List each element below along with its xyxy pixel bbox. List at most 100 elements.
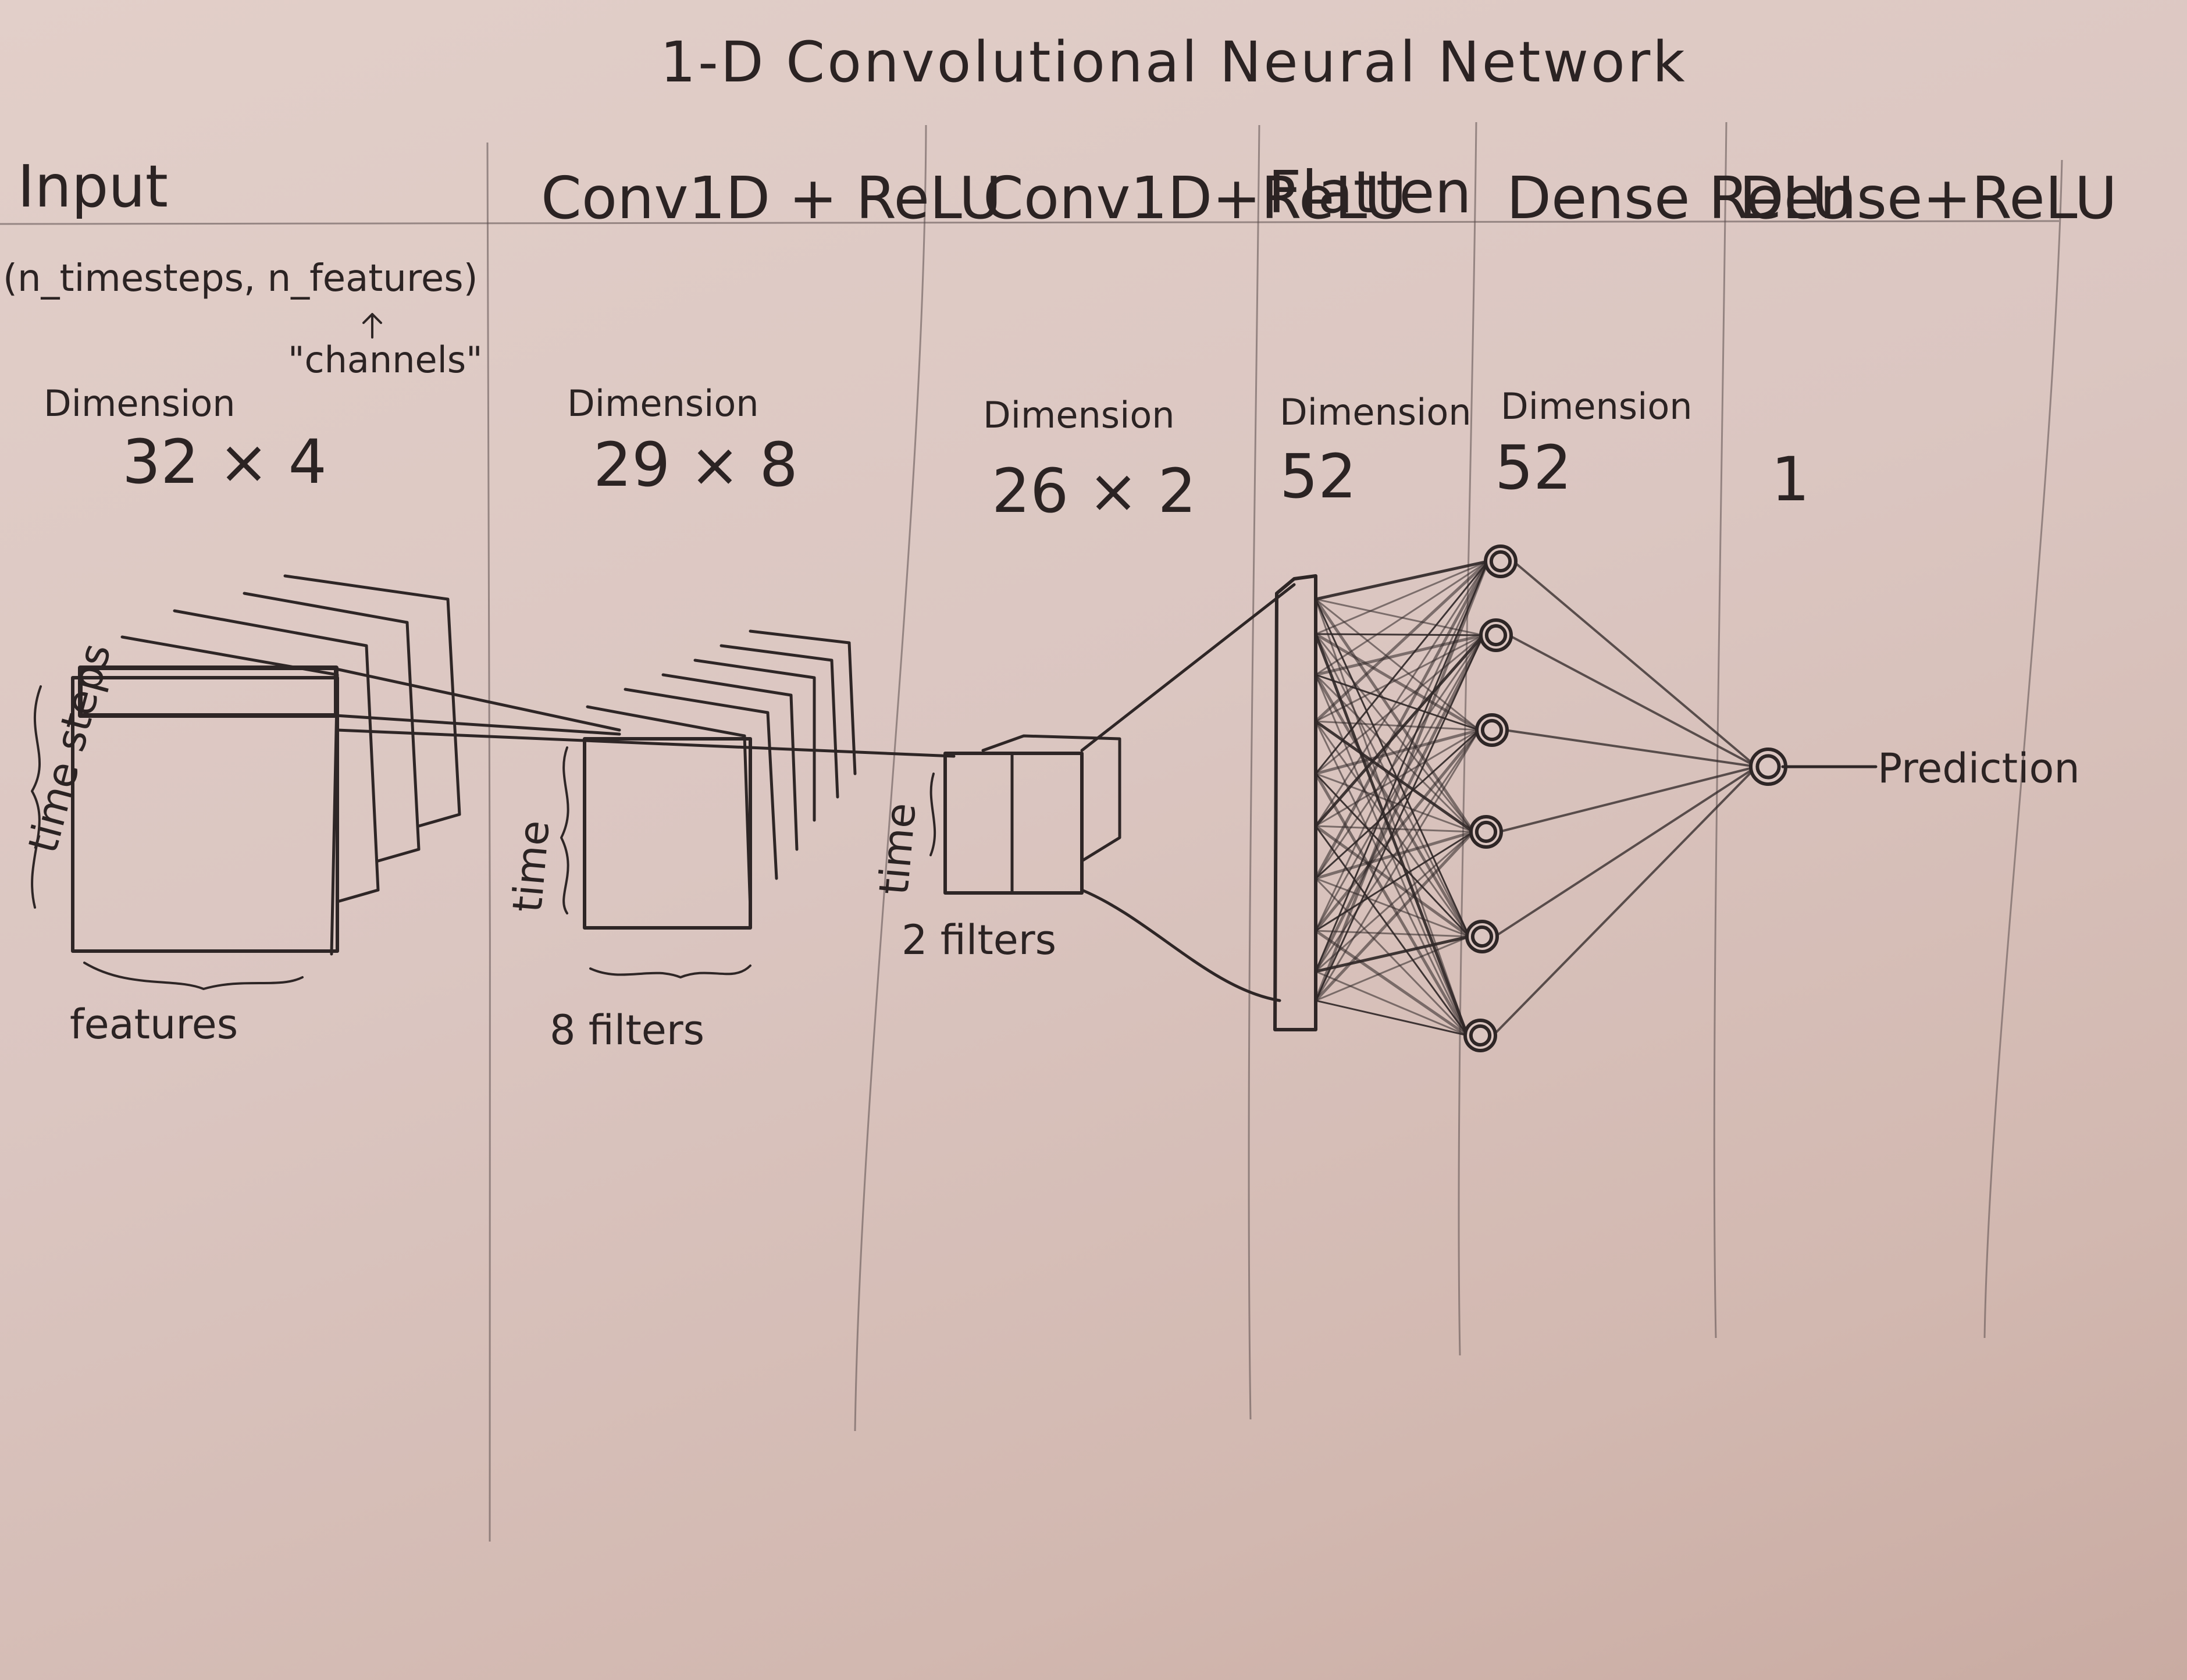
features-brace <box>83 962 304 990</box>
filters-label-conv2: 2 filters <box>902 916 1056 964</box>
connection-flatten-to-dense <box>1315 831 1474 932</box>
input-kernel-window <box>78 665 339 718</box>
connection-flatten-to-dense <box>1314 633 1485 973</box>
dim-value-conv2: 26 × 2 <box>992 455 1196 526</box>
connection-flatten-to-dense <box>1315 729 1480 1002</box>
connection-dense-to-output <box>1512 560 1758 768</box>
connection-flatten-to-dense <box>1314 632 1481 732</box>
input-tensor <box>71 574 461 956</box>
time-steps-label: time steps <box>19 638 120 857</box>
connection-dense-to-output <box>1508 634 1758 768</box>
time-brace-conv2 <box>929 773 936 856</box>
dim-value-conv1: 29 × 8 <box>593 429 798 500</box>
connection-flatten-to-dense <box>1314 597 1475 834</box>
dim-label-input: Dimension <box>44 382 236 425</box>
input-sheet-3 <box>243 592 421 863</box>
dense-neuron-inner <box>1489 550 1512 573</box>
channels-arrow <box>362 313 382 339</box>
flatten-vector <box>1273 574 1317 1031</box>
dim-value-input: 32 × 4 <box>122 426 327 497</box>
conv1-sheet-5 <box>719 644 839 799</box>
filters-brace-conv1 <box>589 964 751 978</box>
heading-flatten: Flatten <box>1268 158 1472 226</box>
divider-2 <box>854 124 927 1432</box>
heading-conv2: Conv1D+ReLU <box>983 164 1406 232</box>
connection-flatten-to-dense <box>1314 935 1471 973</box>
connection-flatten-to-dense <box>1314 728 1481 775</box>
input-sheet-4 <box>283 574 461 828</box>
connection-flatten-to-dense <box>1315 634 1484 775</box>
dense-neuron-inner <box>1470 925 1494 948</box>
filters-label-conv1: 8 filters <box>550 1006 704 1054</box>
heading-conv1: Conv1D + ReLU <box>541 164 1002 232</box>
dense-neuron-inner <box>1484 624 1508 647</box>
input-sheet-1 <box>120 635 339 956</box>
prediction-label: Prediction <box>1878 745 2080 792</box>
dim-value-dense1: 52 <box>1495 432 1572 503</box>
connection-flatten-to-dense <box>1315 999 1469 1037</box>
connection-flatten-to-dense <box>1314 560 1490 1002</box>
connection-flatten-to-dense <box>1314 824 1471 938</box>
conv1-sheet-4 <box>693 659 816 822</box>
connection-flatten-to-dense <box>1315 825 1469 1037</box>
dense-neuron-inner <box>1480 718 1504 742</box>
conv1-front-sheet <box>583 737 752 930</box>
connection-flatten-to-dense <box>1315 560 1489 973</box>
output-neuron-inner <box>1755 754 1781 780</box>
dim-value-flatten: 52 <box>1280 441 1356 512</box>
connection-flatten-to-dense <box>1314 560 1490 723</box>
input-front-sheet <box>71 676 339 953</box>
time-brace-conv1 <box>560 746 569 914</box>
connection-dense-to-output <box>1498 766 1758 833</box>
connection-flatten-to-dense <box>1314 560 1490 601</box>
connection-flatten-to-dense <box>1315 633 1484 636</box>
connection-flatten-to-dense <box>1314 728 1481 932</box>
time-label-conv1: time <box>503 818 558 914</box>
connection-flatten-to-dense <box>1314 830 1475 1002</box>
connection-flatten-to-dense <box>1315 720 1469 1037</box>
funnel-to-flatten <box>1080 583 1296 1002</box>
conv2-back-sheet <box>981 734 1121 863</box>
divider-4 <box>1458 122 1477 1356</box>
dim-label-flatten: Dimension <box>1280 391 1472 433</box>
input-shape-label: (n_timesteps, n_features) <box>3 257 478 300</box>
connection-dense-to-output <box>1504 729 1758 768</box>
conv1-sheet-2 <box>624 688 778 880</box>
connection-flatten-to-dense <box>1315 634 1484 880</box>
divider-5 <box>1713 122 1727 1339</box>
channels-note: "channels" <box>288 339 483 381</box>
projection-input-conv1 <box>334 667 956 758</box>
connection-flatten-to-dense <box>1315 633 1470 938</box>
connection-flatten-to-dense <box>1315 560 1489 775</box>
dim-label-dense1: Dimension <box>1501 385 1693 428</box>
connection-flatten-to-dense <box>1315 560 1489 827</box>
dim-value-output: 1 <box>1771 444 1810 515</box>
conv1-tensor <box>583 629 857 930</box>
connection-flatten-to-dense <box>1315 560 1489 932</box>
connection-dense-to-output <box>1492 766 1758 1037</box>
connection-flatten-to-dense <box>1314 633 1485 828</box>
connection-flatten-to-dense <box>1315 560 1489 635</box>
connection-flatten-to-dense <box>1315 560 1489 676</box>
heading-dense1: Dense ReLU <box>1506 164 1854 232</box>
dim-label-conv2: Dimension <box>983 394 1175 436</box>
header-rule <box>0 220 2060 225</box>
time-label-conv2: time <box>870 801 925 897</box>
connection-flatten-to-dense <box>1314 560 1490 880</box>
features-label: features <box>70 1001 238 1048</box>
heading-input: Input <box>17 152 168 220</box>
connection-dense-to-output <box>1494 766 1758 938</box>
dense-neuron-inner <box>1469 1024 1492 1047</box>
connection-flatten-to-dense <box>1315 831 1474 973</box>
connection-flatten-to-dense <box>1315 970 1469 1037</box>
column-dividers <box>486 122 2063 1542</box>
connection-flatten-to-dense <box>1315 877 1469 1037</box>
divider-3 <box>1248 124 1260 1420</box>
connection-flatten-to-dense <box>1314 720 1475 834</box>
connection-flatten-to-dense <box>1315 598 1480 731</box>
dense-nodes <box>1463 544 1787 1052</box>
conv2-tensor <box>943 734 1121 895</box>
dim-label-conv1: Dimension <box>567 382 759 425</box>
